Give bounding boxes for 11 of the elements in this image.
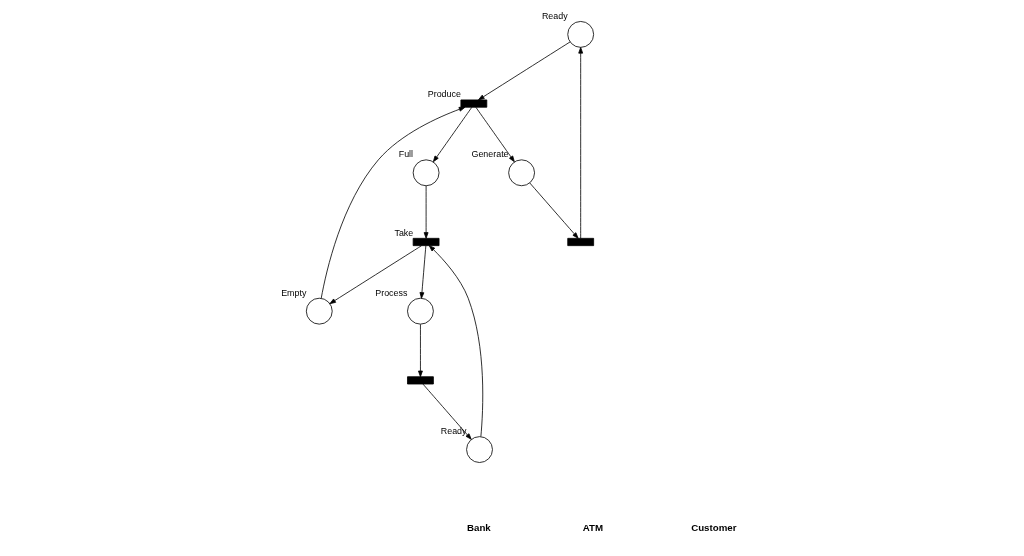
node-label: Ready xyxy=(541,10,568,21)
node-label: Generate xyxy=(471,149,509,160)
node-label: Process xyxy=(374,287,407,298)
node-label: Produce xyxy=(427,89,461,100)
node-label: Ready xyxy=(440,426,466,437)
node-label: Empty xyxy=(280,287,306,298)
label: Customer xyxy=(690,522,736,534)
label: Bank xyxy=(466,522,491,534)
label: ATM xyxy=(582,522,603,534)
node-label: Take xyxy=(393,227,413,238)
node-label: Full xyxy=(398,149,413,160)
